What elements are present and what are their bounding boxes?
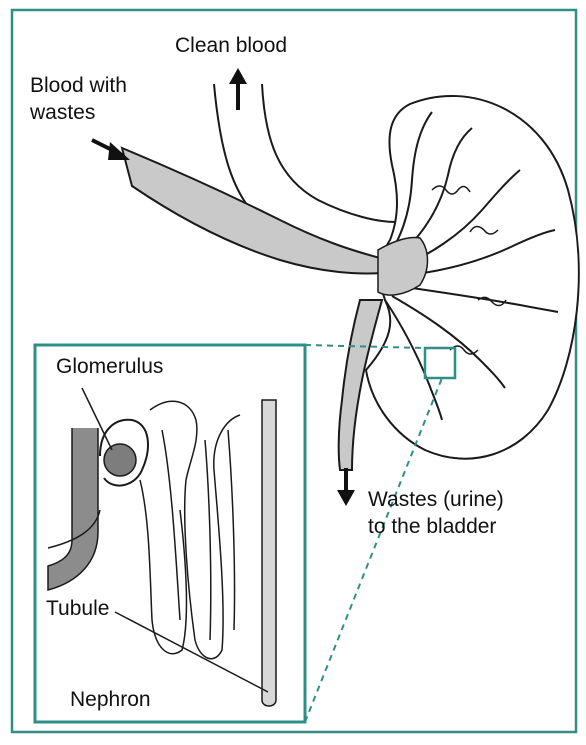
clean-blood-arrow-head	[229, 68, 247, 84]
label-wastes-urine: Wastes (urine)	[368, 488, 504, 512]
label-tubule: Tubule	[46, 597, 109, 621]
label-glomerulus: Glomerulus	[56, 355, 163, 379]
clean-blood-vein-right	[262, 84, 396, 222]
label-clean-blood: Clean blood	[175, 34, 287, 58]
label-blood-with-wastes-1: Blood with	[30, 74, 127, 98]
label-nephron: Nephron	[70, 688, 151, 712]
glomerulus-ball	[104, 444, 136, 476]
label-to-the-bladder: to the bladder	[368, 515, 496, 539]
renal-artery	[122, 148, 392, 274]
label-blood-with-wastes-2: wastes	[30, 101, 95, 125]
urine-arrow-head	[337, 490, 355, 506]
collecting-duct	[262, 400, 276, 706]
